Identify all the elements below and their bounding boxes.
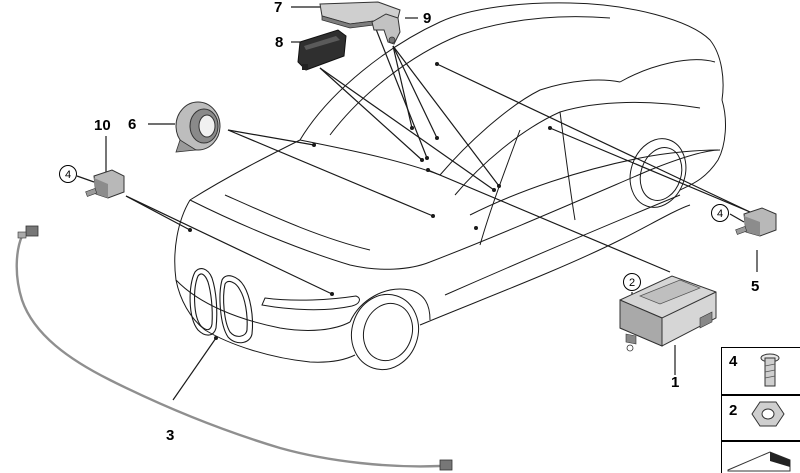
wire-connector-ends (17, 225, 453, 471)
car-body-outline (174, 2, 726, 363)
callout-8: 8 (275, 34, 284, 51)
part-3-wire-harness (15, 235, 441, 468)
part-6-clockspring (175, 101, 221, 153)
leader-lines (76, 6, 758, 401)
part-8-switch-block (297, 29, 347, 71)
callout-3: 3 (166, 427, 175, 444)
part-5-sensor-right (735, 207, 777, 237)
part-10-sensor-left (85, 169, 125, 199)
front-wheel (350, 293, 420, 371)
callout-7: 7 (274, 0, 283, 16)
legend-box-bolt (721, 347, 800, 395)
legend-label-2: 2 (729, 402, 738, 419)
kidney-grille (189, 268, 254, 344)
callout-6: 6 (128, 116, 137, 133)
circled-ref-4-left: 4 (59, 165, 77, 183)
leader-dots (188, 62, 552, 340)
circled-ref-2: 2 (623, 273, 641, 291)
part-9-bracket (371, 13, 401, 45)
circled-ref-4-right: 4 (711, 204, 729, 222)
part-1-control-unit (619, 275, 717, 352)
legend-label-4: 4 (729, 353, 738, 370)
callout-1: 1 (671, 374, 680, 391)
callout-5: 5 (751, 278, 760, 295)
rear-wheel (629, 138, 687, 208)
legend-box-shim (721, 441, 800, 473)
callout-10: 10 (94, 117, 111, 134)
callout-9: 9 (423, 10, 432, 27)
